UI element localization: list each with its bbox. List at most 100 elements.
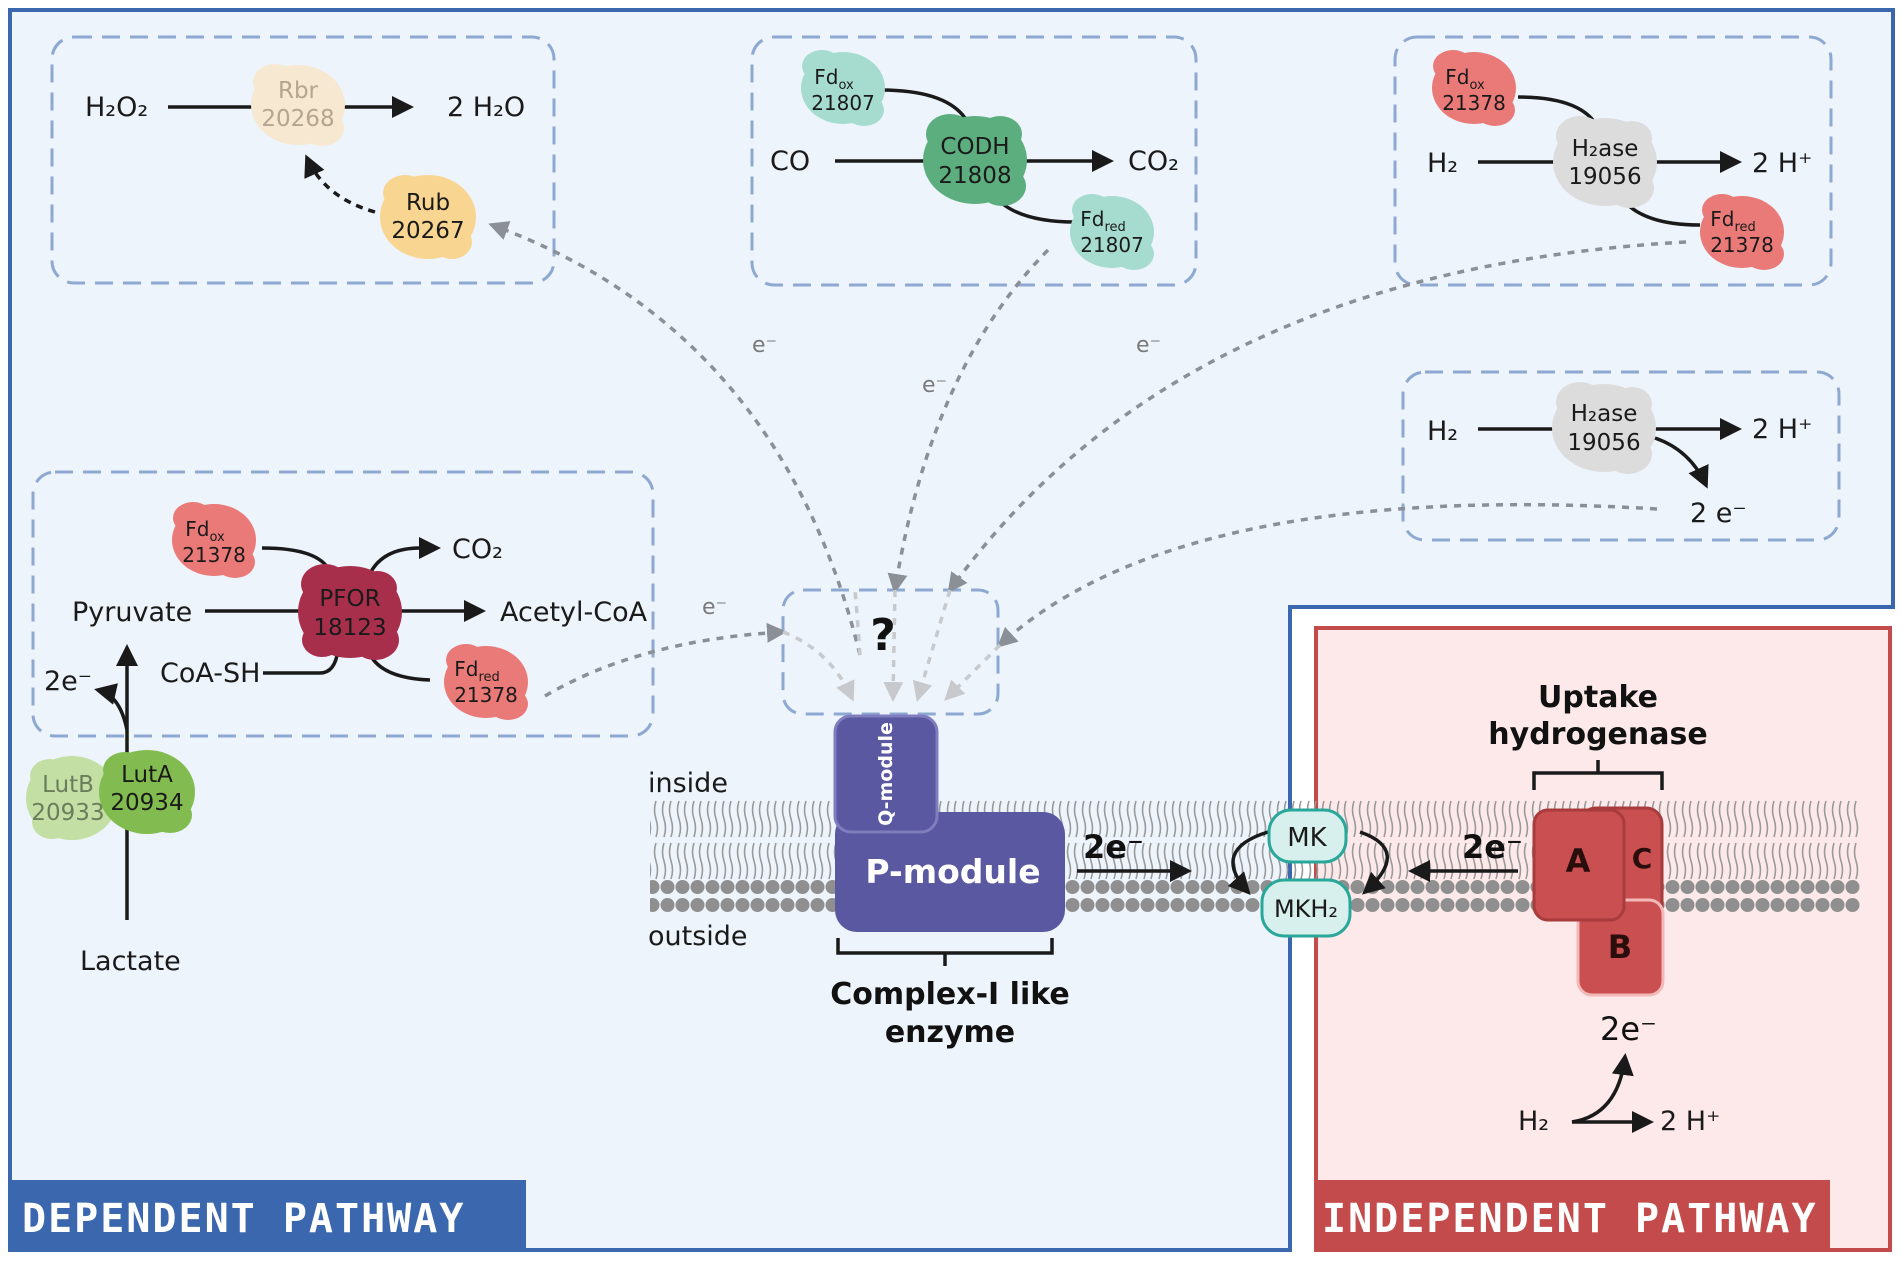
luta-enzyme: LutA 20934 (99, 750, 195, 834)
fdox-21378-top: Fdox 21378 (1432, 50, 1516, 126)
pfor-box (31, 470, 655, 738)
2e-label-complex: 2e⁻ (1083, 828, 1144, 866)
h2o2-label: H₂O₂ (85, 92, 148, 123)
subunit-a (1532, 808, 1626, 922)
fdox-21378-pfor: Fdox 21378 (172, 502, 256, 578)
svg-text:20268: 20268 (261, 106, 334, 132)
svg-text:Fdox: Fdox (1445, 65, 1485, 93)
h2ase-e-box (1401, 370, 1841, 542)
peroxide-box (50, 35, 556, 285)
acetyl-coa-label: Acetyl-CoA (500, 597, 648, 628)
h2-label-top: H₂ (1427, 148, 1458, 179)
complex-caption-1: Complex-I like (830, 977, 1069, 1012)
codh-reaction: Fdox 21807 CO CODH 21808 CO₂ Fdred 21807 (770, 50, 1179, 270)
svg-text:H₂ase: H₂ase (1571, 401, 1638, 427)
svg-text:CODH: CODH (940, 134, 1009, 160)
2hplus-label-uptake: 2 H⁺ (1660, 1106, 1720, 1137)
svg-text:MKH₂: MKH₂ (1274, 895, 1338, 923)
svg-text:Fdox: Fdox (185, 517, 225, 545)
dependent-panel (8, 8, 1895, 1252)
e-label-2: e⁻ (922, 373, 947, 398)
complex-to-mk: 2e⁻ (1077, 828, 1192, 882)
svg-text:LutB: LutB (42, 772, 94, 798)
svg-text:MK: MK (1287, 823, 1327, 853)
peroxide-reaction: H₂O₂ Rbr 20268 2 H₂O Rub 20267 (85, 64, 525, 259)
svg-text:DEPENDENT PATHWAY: DEPENDENT PATHWAY (22, 1196, 465, 1242)
svg-text:21378: 21378 (1442, 91, 1506, 115)
h2ase-fd-box (1393, 35, 1833, 287)
codh-box (750, 35, 1198, 287)
uptake-hydrogenase: Uptake hydrogenase A C B 2e⁻ 2e⁻ H₂ 2 H⁺ (1408, 680, 1720, 1137)
co2-label: CO₂ (1128, 146, 1179, 177)
q-module (833, 714, 939, 834)
svg-text:LutA: LutA (121, 762, 173, 788)
outside-label: outside (648, 921, 748, 952)
fdox-21807: Fdox 21807 (801, 50, 885, 126)
coa-sh-label: CoA-SH (160, 658, 260, 689)
svg-text:Rub: Rub (406, 190, 450, 216)
uptake-title-1: Uptake (1538, 680, 1658, 715)
lactate-pathway: 2e⁻ LutB 20933 LutA 20934 Lactate (26, 644, 195, 977)
rbr-enzyme: Rbr 20268 (251, 64, 345, 146)
p-module (835, 812, 1065, 932)
svg-text:21807: 21807 (811, 91, 875, 115)
svg-text:21378: 21378 (1710, 233, 1774, 257)
lactate-label: Lactate (80, 946, 181, 977)
rub-enzyme: Rub 20267 (380, 175, 476, 259)
svg-text:INDEPENDENT PATHWAY: INDEPENDENT PATHWAY (1322, 1196, 1818, 1242)
svg-text:20934: 20934 (110, 790, 183, 816)
2hplus-label-top: 2 H⁺ (1752, 148, 1812, 179)
h2-label-uptake: H₂ (1518, 1106, 1549, 1137)
h2ase-fd-reaction: Fdox 21378 H₂ H₂ase 19056 2 H⁺ Fdred 213… (1427, 50, 1812, 270)
2e-label-mid: 2 e⁻ (1690, 498, 1747, 529)
pfor-enzyme: PFOR 18123 (298, 564, 402, 660)
svg-text:Fdred: Fdred (1710, 207, 1756, 235)
complex-caption-2: enzyme (885, 1015, 1015, 1050)
svg-text:Fdred: Fdred (1080, 207, 1126, 235)
pyruvate-label: Pyruvate (72, 597, 192, 628)
lutb-enzyme: LutB 20933 (26, 756, 118, 840)
2h2o-label: 2 H₂O (447, 92, 525, 123)
2hplus-label-mid: 2 H⁺ (1752, 414, 1812, 445)
svg-text:20933: 20933 (31, 800, 104, 826)
svg-text:19056: 19056 (1567, 430, 1640, 456)
inside-label: inside (648, 768, 728, 799)
codh-enzyme: CODH 21808 (923, 114, 1027, 206)
svg-text:H₂ase: H₂ase (1572, 136, 1639, 162)
svg-text:C: C (1632, 842, 1653, 875)
svg-text:21807: 21807 (1080, 233, 1144, 257)
e-label-4: e⁻ (702, 595, 727, 620)
mkh2-box (1260, 878, 1352, 938)
pfor-reaction: Fdox 21378 CO₂ Pyruvate PFOR 18123 Acety… (72, 502, 648, 720)
independent-pathway-banner: INDEPENDENT PATHWAY (1318, 1180, 1830, 1248)
2e-label-lactate: 2e⁻ (44, 666, 92, 697)
mk-box (1267, 808, 1348, 864)
fdred-21378-top: Fdred 21378 (1700, 194, 1784, 270)
co2-label-pfor: CO₂ (452, 534, 503, 565)
fdred-21807: Fdred 21807 (1070, 194, 1154, 270)
svg-text:B: B (1608, 928, 1632, 966)
svg-text:20267: 20267 (391, 218, 464, 244)
svg-text:PFOR: PFOR (319, 586, 380, 612)
h2ase-e-reaction: H₂ H₂ase 19056 2 H⁺ 2 e⁻ (1427, 382, 1812, 529)
h2-label-mid: H₂ (1427, 416, 1458, 447)
fdred-21378-pfor: Fdred 21378 (444, 644, 528, 720)
unknown-mark: ? (870, 610, 896, 661)
2e-label-uptake-out: 2e⁻ (1600, 1010, 1657, 1048)
svg-text:21808: 21808 (938, 163, 1011, 189)
dependent-pathway-banner: DEPENDENT PATHWAY (12, 1180, 526, 1248)
complex-i-like-enzyme: Q-module P-module Complex-I like enzyme (830, 714, 1070, 1050)
p-module-label: P-module (865, 852, 1040, 891)
svg-text:Fdox: Fdox (814, 65, 854, 93)
e-label-1: e⁻ (752, 333, 777, 358)
svg-text:19056: 19056 (1568, 164, 1641, 190)
svg-text:A: A (1566, 842, 1591, 880)
co-label: CO (770, 146, 810, 177)
q-module-label: Q-module (875, 722, 897, 826)
electron-flow: e⁻ e⁻ e⁻ e⁻ ? (488, 221, 1687, 702)
svg-text:Rbr: Rbr (278, 78, 319, 104)
svg-text:21378: 21378 (182, 543, 246, 567)
svg-text:Fdred: Fdred (454, 657, 500, 685)
2e-label-uptake-in: 2e⁻ (1462, 828, 1523, 866)
